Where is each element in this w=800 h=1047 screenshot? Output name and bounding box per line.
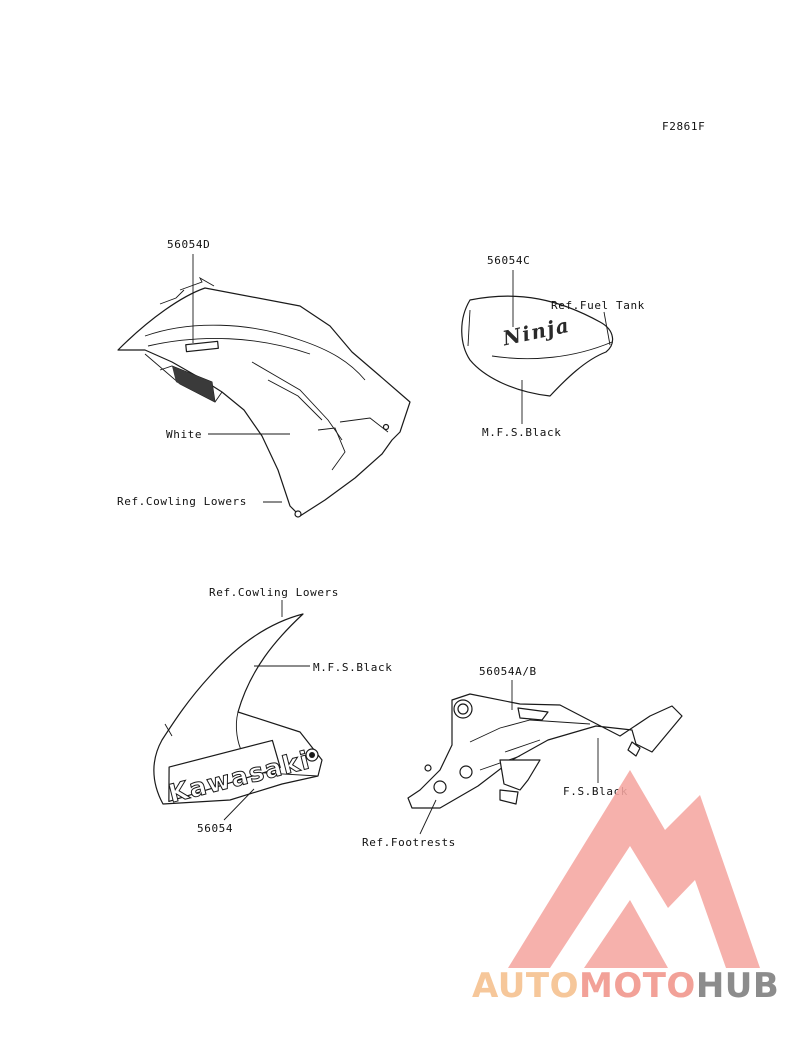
watermark-logo [508,770,760,968]
watermark-brand-prefix: AUTO [472,966,579,1006]
callout-fs-black: F.S.Black [563,785,628,798]
callout-56054: 56054 [197,822,233,835]
callout-ref-cowling-lowers-top: Ref.Cowling Lowers [117,495,247,508]
watermark-brand: AUTOMOTOHUB [472,966,779,1006]
callout-white: White [166,428,202,441]
watermark-brand-middle: MOTO [579,966,696,1006]
callout-56054d: 56054D [167,238,210,251]
leader-56054 [223,788,255,821]
watermark-logo-mark [508,770,760,968]
leader-ref-footrests [419,799,437,835]
lower-cowling: Kawasaki [153,613,323,809]
middle-cowling [117,276,411,518]
frame-cover [407,693,683,809]
fuel-tank-decal: Ninja [461,295,614,397]
callout-56054ab: 56054A/B [479,665,537,678]
callout-mfs-black-bottom: M.F.S.Black [313,661,392,674]
callout-mfs-black-top: M.F.S.Black [482,426,561,439]
figure-code: F2861F [662,120,705,133]
callout-ref-fuel-tank: Ref.Fuel Tank [551,299,645,312]
callout-ref-footrests: Ref.Footrests [362,836,456,849]
callout-ref-cowling-lowers-bottom: Ref.Cowling Lowers [209,586,339,599]
callout-56054c: 56054C [487,254,530,267]
leader-ref-fuel-tank [603,311,611,346]
watermark-brand-suffix: HUB [696,966,779,1006]
